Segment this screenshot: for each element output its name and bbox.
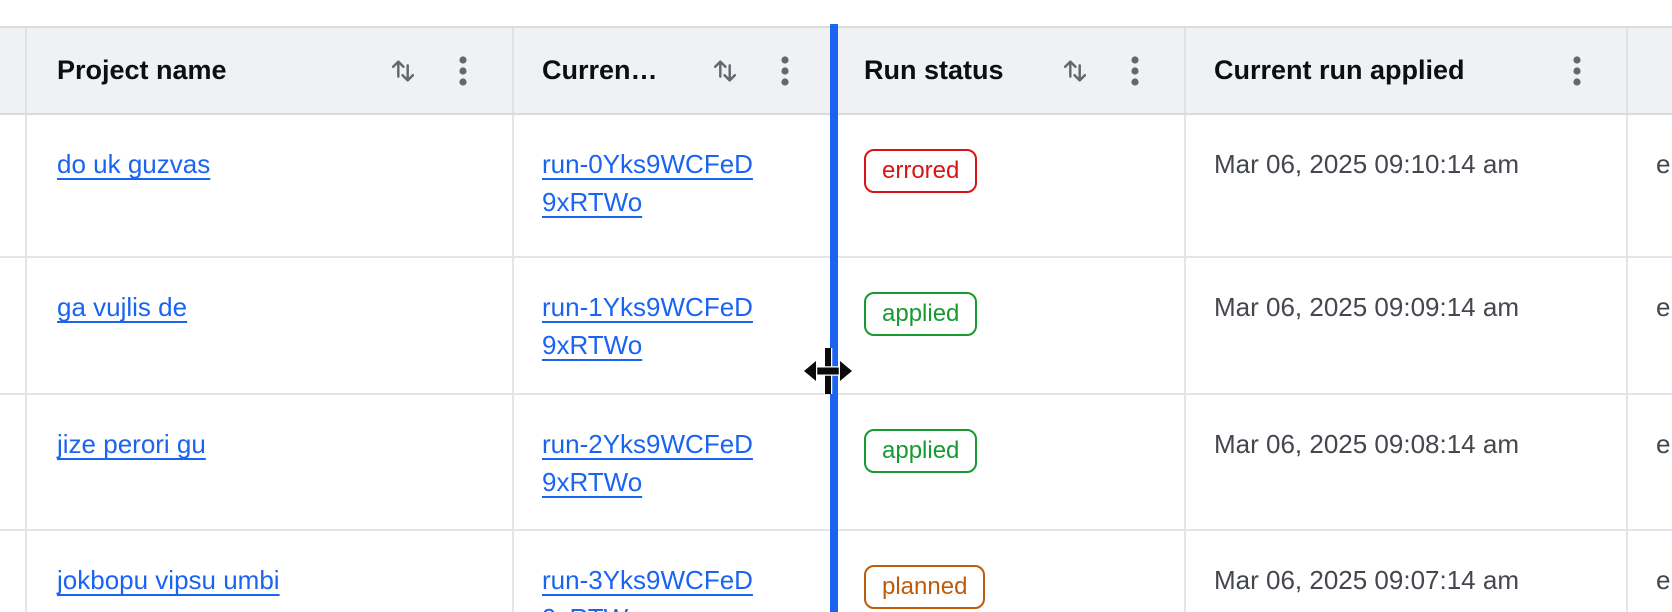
column-label: Run status: [864, 55, 1004, 85]
project-name-cell: jize perori gu: [27, 395, 514, 529]
run-link[interactable]: run-3Yks9WCFeD9xRTWo: [542, 565, 753, 612]
kebab-menu-icon[interactable]: [458, 55, 468, 87]
spacer-cell: [0, 531, 27, 612]
run-status-cell: applied: [836, 395, 1186, 529]
run-status-cell: applied: [836, 258, 1186, 393]
current-run-applied-cell: Mar 06, 2025 09:08:14 am: [1186, 395, 1628, 529]
column-label: Project name: [57, 55, 227, 85]
status-badge: applied: [864, 292, 978, 336]
column-header-current-run[interactable]: Curren…: [514, 28, 836, 113]
column-resize-indicator[interactable]: [830, 24, 838, 612]
current-run-applied-cell: Mar 06, 2025 09:07:14 am: [1186, 531, 1628, 612]
current-run-applied-cell: Mar 06, 2025 09:09:14 am: [1186, 258, 1628, 393]
run-status-cell: errored: [836, 115, 1186, 256]
column-header-current-run-applied[interactable]: Current run applied: [1186, 28, 1628, 113]
column-header-project-name[interactable]: Project name: [27, 28, 514, 113]
status-badge: errored: [864, 149, 978, 193]
status-badge: applied: [864, 429, 978, 473]
spacer-cell: [0, 258, 27, 393]
sort-arrows-icon[interactable]: [388, 56, 418, 86]
column-header-clipped[interactable]: V: [1628, 28, 1672, 113]
clipped-cell: e: [1656, 292, 1671, 322]
kebab-menu-icon[interactable]: [780, 55, 790, 87]
column-label: Curren…: [542, 55, 658, 85]
sort-arrows-icon[interactable]: [710, 56, 740, 86]
column-label: Current run applied: [1214, 55, 1465, 85]
column-header-run-status[interactable]: Run status: [836, 28, 1186, 113]
kebab-menu-icon[interactable]: [1130, 55, 1140, 87]
project-name-cell: jokbopu vipsu umbi: [27, 531, 514, 612]
project-link[interactable]: jokbopu vipsu umbi: [57, 565, 280, 595]
clipped-cell: e: [1656, 149, 1671, 179]
project-name-cell: do uk guzvas: [27, 115, 514, 256]
clipped-cell: e: [1656, 565, 1671, 595]
clipped-cell: e: [1656, 429, 1671, 459]
kebab-menu-icon[interactable]: [1572, 55, 1582, 87]
project-name-cell: ga vujlis de: [27, 258, 514, 393]
project-link[interactable]: jize perori gu: [57, 429, 206, 459]
run-status-cell: planned: [836, 531, 1186, 612]
sort-arrows-icon[interactable]: [1060, 56, 1090, 86]
column-header-spacer: [0, 28, 27, 113]
spacer-cell: [0, 395, 27, 529]
project-link[interactable]: do uk guzvas: [57, 149, 211, 179]
project-link[interactable]: ga vujlis de: [57, 292, 188, 322]
spacer-cell: [0, 115, 27, 256]
current-run-applied-cell: Mar 06, 2025 09:10:14 am: [1186, 115, 1628, 256]
status-badge: planned: [864, 565, 986, 609]
current-run-cell: run-3Yks9WCFeD9xRTWo: [514, 531, 836, 612]
